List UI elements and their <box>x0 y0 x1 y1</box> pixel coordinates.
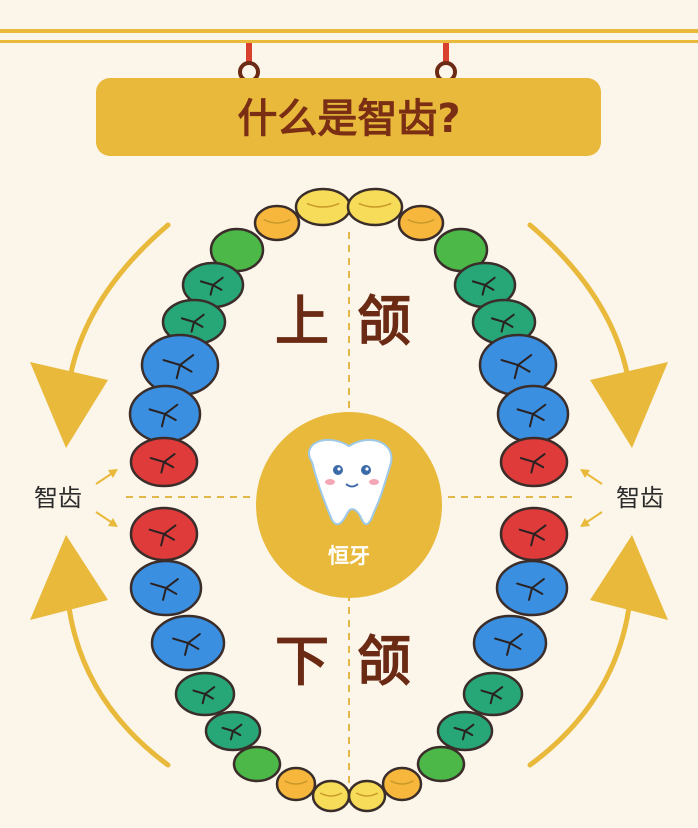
arrow-down-right-icon <box>527 222 633 393</box>
wisdom-tooth-label-left: 智齿 <box>34 484 82 512</box>
lower-left-tooth-molar <box>150 614 226 672</box>
arrow-up-left-icon <box>65 597 171 768</box>
lower-right-tooth-premolar <box>462 671 524 717</box>
lower-left-tooth-premolar <box>174 671 236 717</box>
upper-left-tooth-molar <box>140 333 220 397</box>
top-rule-1 <box>0 29 698 33</box>
lower-right-tooth-lateral-incisor <box>381 766 423 802</box>
lower-left-tooth-incisor <box>311 779 351 813</box>
lower-left-tooth-wisdom-tooth <box>129 506 199 562</box>
page-title: 什么是智齿? <box>237 96 460 142</box>
top-rule-2 <box>0 40 698 43</box>
lower-left-tooth-premolar <box>204 710 262 752</box>
upper-jaw-char1: 上 <box>275 290 329 353</box>
wisdom-tooth-label-right: 智齿 <box>616 484 664 512</box>
upper-jaw-char2: 颌 <box>357 290 411 353</box>
sign-hanger-left <box>238 43 260 83</box>
lower-right-tooth-incisor <box>347 779 387 813</box>
upper-left-tooth-lateral-incisor <box>253 204 301 242</box>
arrowhead-down-left <box>30 362 108 448</box>
center-label: 恒牙 <box>328 544 370 568</box>
upper-right-tooth-molar <box>496 384 570 444</box>
dental-arch <box>128 187 570 813</box>
lower-left-tooth-canine <box>232 745 282 783</box>
lower-right-tooth-wisdom-tooth <box>499 506 569 562</box>
arrow-up-right-icon <box>527 597 633 768</box>
sign-hanger-right <box>435 43 457 83</box>
arrow-down-left-icon <box>65 222 171 393</box>
upper-left-tooth-wisdom-tooth <box>129 436 199 488</box>
upper-left-tooth-molar <box>128 384 202 444</box>
arrowhead-up-right <box>590 535 668 620</box>
upper-right-tooth-molar <box>478 333 558 397</box>
arrowhead-down-right <box>590 362 668 448</box>
lower-right-tooth-canine <box>416 745 466 783</box>
lower-right-tooth-molar <box>472 614 548 672</box>
lower-left-tooth-molar <box>129 559 203 617</box>
upper-right-tooth-wisdom-tooth <box>499 436 569 488</box>
lower-jaw-char1: 下 <box>275 630 329 693</box>
title-banner <box>96 78 601 156</box>
upper-left-tooth-incisor <box>294 187 352 227</box>
lower-jaw-char2: 颌 <box>357 630 411 693</box>
arrowhead-up-left <box>30 535 108 620</box>
upper-right-tooth-lateral-incisor <box>397 204 445 242</box>
tooth-mascot-icon <box>308 438 393 526</box>
upper-right-tooth-incisor <box>346 187 404 227</box>
lower-left-tooth-lateral-incisor <box>275 766 317 802</box>
lower-right-tooth-molar <box>495 559 569 617</box>
lower-right-tooth-premolar <box>436 710 494 752</box>
